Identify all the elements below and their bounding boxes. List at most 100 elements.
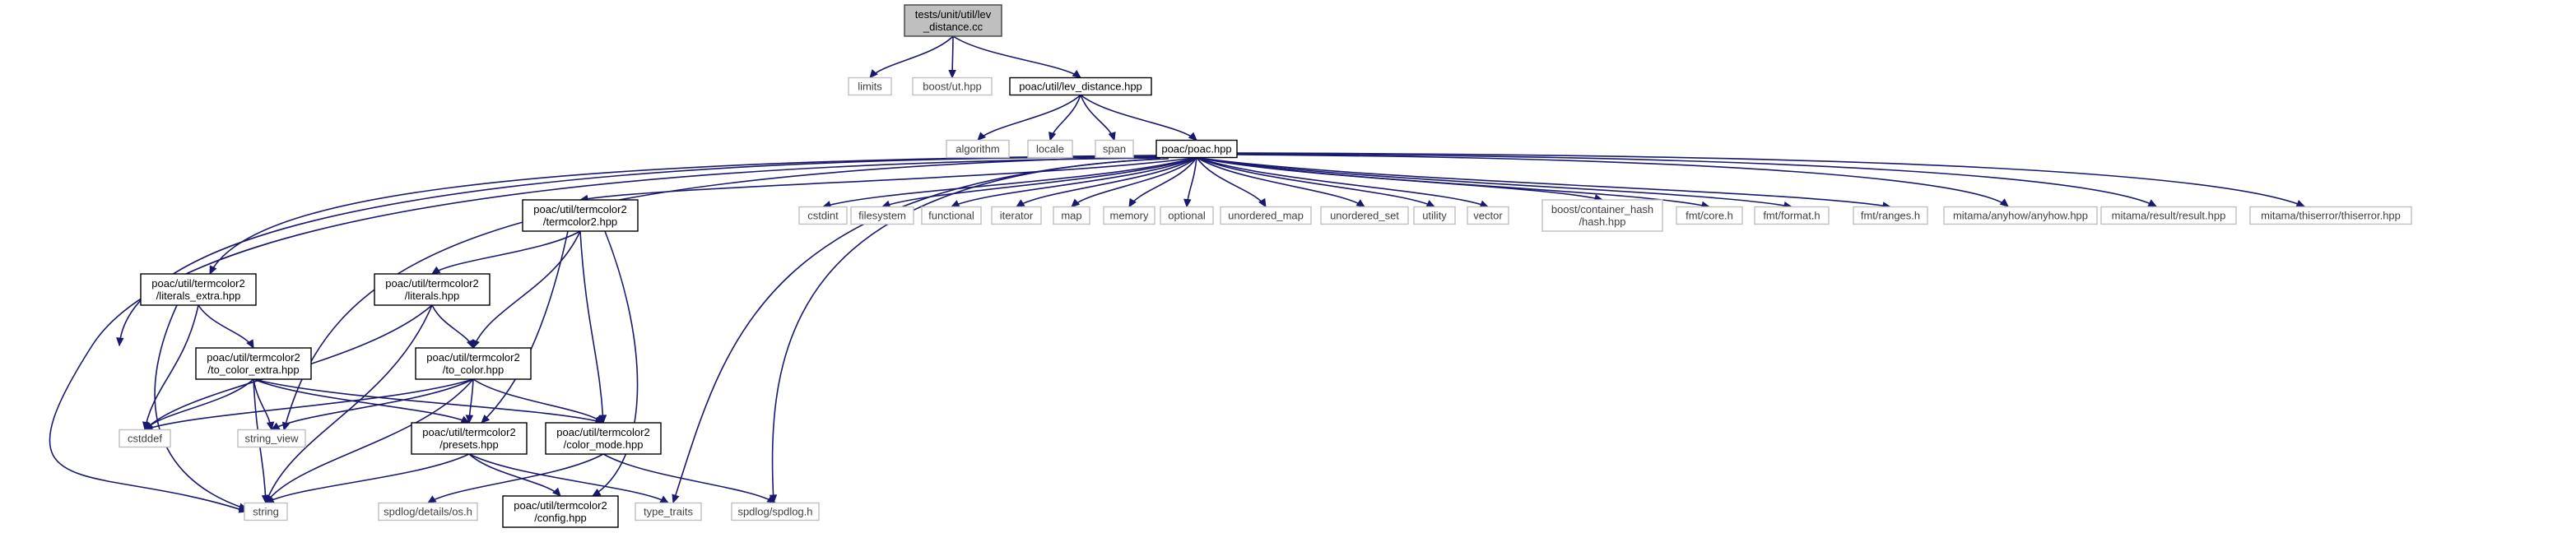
edge-line: [271, 378, 474, 431]
node-box: [904, 4, 1002, 37]
node-label: /presets.hpp: [439, 438, 499, 451]
edge-line: [265, 453, 470, 504]
node-to_color_extra[interactable]: poac/util/termcolor2/to_color_extra.hpp: [195, 347, 312, 380]
edge-line: [154, 304, 248, 510]
edge-line: [1236, 154, 2009, 207]
node-label: functional: [928, 210, 974, 222]
edge-color_mode-to-osh: [426, 453, 604, 504]
node-label: /to_color.hpp: [443, 364, 504, 376]
edge-line: [1196, 156, 1365, 208]
node-label: /termcolor2.hpp: [543, 216, 617, 228]
node-string_view: string_view: [237, 429, 306, 448]
node-unordered_map: unordered_map: [1220, 206, 1312, 225]
node-box: [244, 502, 288, 521]
node-label: iterator: [1000, 210, 1034, 222]
edge-line: [253, 378, 272, 430]
edge-line: [265, 378, 474, 503]
edge-line: [1196, 156, 1710, 208]
node-label: spdlog/spdlog.h: [737, 506, 812, 518]
node-label: string_view: [244, 433, 299, 445]
edge-arrowhead: [465, 415, 474, 424]
edge-arrowhead: [766, 495, 777, 504]
node-filesystem: filesystem: [850, 206, 914, 225]
node-box: [991, 206, 1042, 225]
edge-line: [265, 304, 433, 503]
edge-arrowhead: [1015, 199, 1025, 208]
edge-line: [951, 156, 1197, 208]
node-label: mitama/thiserror/thiserror.hpp: [2261, 210, 2401, 222]
node-label: algorithm: [956, 143, 999, 155]
node-literals_extra[interactable]: poac/util/termcolor2/literals_extra.hpp: [140, 273, 257, 306]
edge-arrowhead: [1128, 197, 1137, 208]
edge-line: [579, 230, 604, 424]
node-label: unordered_set: [1330, 210, 1399, 222]
node-box: [119, 429, 171, 448]
edge-poachpp-to-unordered_map: [1196, 157, 1267, 208]
node-label: cstdint: [807, 210, 839, 222]
node-label: poac/util/termcolor2: [514, 499, 607, 512]
edge-arrowhead: [1049, 132, 1057, 141]
node-literals[interactable]: poac/util/termcolor2/literals.hpp: [374, 273, 491, 306]
node-label: poac/util/lev_distance.hpp: [1019, 81, 1142, 93]
edge-line: [144, 304, 199, 430]
node-termcolor2[interactable]: poac/util/termcolor2/termcolor2.hpp: [522, 199, 639, 232]
node-label: poac/util/termcolor2: [207, 351, 300, 364]
edge-literals_extra-to-string: [154, 304, 249, 511]
node-box: [140, 273, 257, 306]
node-box: [1220, 206, 1312, 225]
node-label: /to_color_extra.hpp: [207, 364, 299, 376]
node-label: fmt/format.h: [1763, 210, 1820, 222]
node-span: span: [1095, 139, 1134, 159]
node-spdlog: spdlog/spdlog.h: [731, 502, 820, 521]
edge-presets-to-config: [468, 453, 561, 497]
node-box: [1160, 206, 1214, 225]
edge-termcolor2-to-literals: [430, 230, 581, 275]
node-box: [378, 502, 478, 521]
node-box: [635, 502, 702, 521]
node-label: span: [1103, 143, 1126, 155]
edge-arrowhead: [659, 495, 670, 504]
edge-line: [472, 230, 581, 349]
node-box: [1095, 139, 1134, 159]
node-label: poac/util/termcolor2: [151, 277, 244, 290]
edge-literals-to-string: [264, 304, 433, 504]
node-color_mode[interactable]: poac/util/termcolor2/color_mode.hpp: [545, 422, 662, 455]
node-label: limits: [858, 81, 882, 93]
edge-line: [1016, 156, 1197, 208]
edge-arrowhead: [1479, 200, 1490, 208]
edge-arrowhead: [591, 488, 602, 497]
edge-arrowhead: [1188, 132, 1197, 141]
node-boosthash: boost/container_hash/hash.hpp: [1541, 199, 1663, 232]
node-presets[interactable]: poac/util/termcolor2/presets.hpp: [411, 422, 528, 455]
node-label: boost/container_hash: [1551, 203, 1653, 216]
edge-line: [468, 453, 669, 504]
node-label: /config.hpp: [534, 512, 587, 524]
node-config[interactable]: poac/util/termcolor2/config.hpp: [502, 495, 619, 528]
edge-poachpp-to-map: [1071, 156, 1197, 208]
edge-arrowhead: [948, 69, 956, 79]
edge-line: [977, 94, 1081, 141]
node-to_color[interactable]: poac/util/termcolor2/to_color.hpp: [415, 347, 532, 380]
node-box: [1676, 206, 1743, 225]
node-label: fmt/ranges.h: [1861, 210, 1920, 222]
edge-poachpp-to-utility: [1196, 156, 1436, 208]
node-label: poac/poac.hpp: [1161, 143, 1231, 155]
node-thiserror: mitama/thiserror/thiserror.hpp: [2249, 206, 2412, 225]
edge-line: [253, 378, 470, 424]
node-label: /color_mode.hpp: [564, 438, 644, 451]
node-box: [1027, 139, 1073, 159]
edge-poachpp-to-cstddef: [116, 156, 1161, 347]
edge-line: [144, 378, 254, 431]
edge-termcolor2-to-presets: [481, 230, 569, 424]
node-levhpp[interactable]: poac/util/lev_distance.hpp: [1009, 76, 1152, 96]
edge-poachpp-to-result: [1236, 153, 2158, 207]
node-box: [195, 347, 312, 380]
edge-levhpp-to-algorithm: [977, 94, 1081, 141]
node-box: [946, 139, 1010, 159]
node-box: [912, 76, 993, 96]
node-poachpp[interactable]: poac/poac.hpp: [1155, 139, 1238, 159]
node-label: poac/util/termcolor2: [426, 351, 519, 364]
edge-line: [1196, 156, 1489, 208]
